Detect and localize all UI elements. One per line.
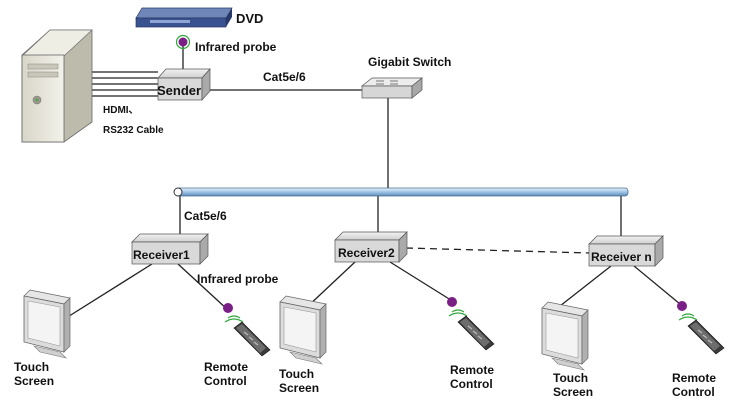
touch-screen-icon — [279, 295, 327, 365]
remote-label-3b: Control — [672, 385, 715, 399]
touch-screen-label-3b: Screen — [553, 385, 593, 399]
remote-label-2a: Remote — [450, 363, 494, 377]
receiver2-label: Receiver2 — [338, 246, 395, 260]
receiver-n-box — [588, 235, 664, 267]
dvd-player-icon — [135, 7, 233, 28]
sender-box — [157, 68, 211, 101]
hdmi-label: HDMI、 — [103, 105, 139, 116]
infrared-probe-icon — [175, 34, 191, 50]
gigabit-switch-icon — [361, 77, 423, 99]
switch-label: Gigabit Switch — [368, 55, 451, 69]
touch-screen-label-1a: Touch — [14, 360, 49, 374]
touch-screen-icon — [23, 289, 71, 359]
receiver1-box — [131, 233, 209, 265]
sender-label: Sender — [157, 83, 201, 98]
remote-label-3a: Remote — [672, 371, 716, 385]
receiver2-box — [334, 231, 408, 263]
remote-label-2b: Control — [450, 377, 493, 391]
connection-lines — [65, 46, 681, 319]
dashed-link — [405, 247, 591, 254]
computer-icon — [20, 29, 94, 143]
cat-sender-label: Cat5e/6 — [263, 70, 306, 84]
touch-screen-label-1b: Screen — [14, 374, 54, 388]
remote-control-icon — [223, 303, 271, 357]
receiver-n-label: Receiver n — [591, 250, 652, 264]
touch-screen-label-3a: Touch — [553, 371, 588, 385]
touch-screen-label-2a: Touch — [279, 367, 314, 381]
infrared-probe-r1-label: Infrared probe — [197, 272, 279, 286]
touch-screen-label-2b: Screen — [279, 381, 319, 395]
cat-receiver1-label: Cat5e/6 — [184, 209, 227, 223]
network-backbone — [173, 187, 629, 197]
remote-control-icon — [447, 297, 495, 351]
remote-label-1b: Control — [204, 374, 247, 388]
dvd-label: DVD — [236, 11, 263, 26]
rs232-label: RS232 Cable — [103, 125, 164, 136]
infrared-probe-label: Infrared probe — [195, 40, 277, 54]
receiver1-label: Receiver1 — [133, 248, 190, 262]
touch-screen-icon — [541, 301, 589, 371]
remote-control-icon — [677, 301, 725, 355]
remote-label-1a: Remote — [204, 360, 248, 374]
